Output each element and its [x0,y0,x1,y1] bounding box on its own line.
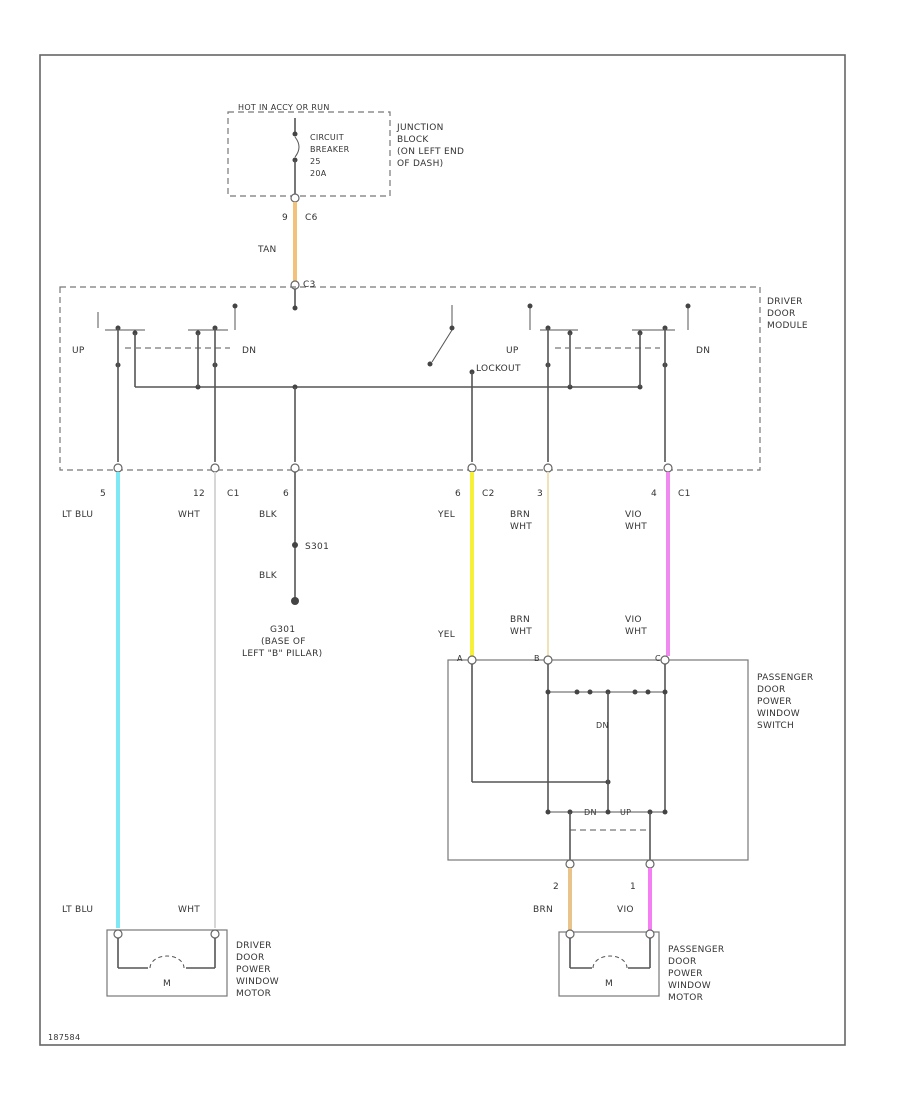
pmotor-name-1: PASSENGER [668,945,724,955]
pmotor-name-5: MOTOR [668,993,703,1003]
junction-name-3: (ON LEFT END [397,147,464,157]
ground-icon [291,597,299,605]
dmotor-name-5: MOTOR [236,989,271,999]
switch-dn-right: DN [696,346,710,356]
wire-label-vio-wht-1a: VIO [625,510,642,520]
switch-dn-left: DN [242,346,256,356]
passenger-window-motor: M PASSENGER DOOR POWER WINDOW MOTOR [558,929,724,1003]
pmotor-name-3: POWER [668,969,703,979]
pswitch-name-5: SWITCH [757,721,794,731]
pmotor-name-4: WINDOW [668,981,711,991]
pmotor-pin-2: 2 [553,882,559,892]
pmotor-pin-1: 1 [630,882,636,892]
junction-block: HOT IN ACCY OR RUN CIRCUIT BREAKER 25 20… [227,103,464,223]
wire-label-brn-wht-1b: WHT [510,522,532,532]
breaker-label-2: BREAKER [310,145,350,154]
pswitch-name-4: WINDOW [757,709,800,719]
pin-connector-6: C1 [678,489,691,499]
pswitch-up-lower: UP [620,808,631,817]
wire-label-brn-wht-1a: BRN [510,510,530,520]
motor-icon [592,955,628,969]
pin-label-2: 12 [193,489,205,499]
pin-label-3: 6 [283,489,289,499]
switch-lockout: LOCKOUT [476,364,521,374]
module-name-1: DRIVER [767,297,803,307]
switch-up-right: UP [506,346,519,356]
driver-motor-m: M [163,979,171,989]
junction-block-header: HOT IN ACCY OR RUN [238,103,330,112]
ground-label-3: LEFT "B" PILLAR) [242,649,322,659]
wire-label-vio: VIO [617,905,634,915]
pin-label-4: 6 [455,489,461,499]
pswitch-name-1: PASSENGER [757,673,813,683]
ground-circuit: S301 BLK G301 (BASE OF LEFT "B" PILLAR) [242,472,329,659]
splice-label: S301 [305,542,329,552]
pin-connector-4: C2 [482,489,495,499]
dmotor-name-4: WINDOW [236,977,279,987]
pin-label-6: 4 [651,489,657,499]
wire-label-wht-2: WHT [178,905,200,915]
junction-pin: 9 [282,213,288,223]
wire-label-brn-wht-2a: BRN [510,615,530,625]
breaker-label-1: CIRCUIT [310,133,344,142]
pin-connector-2: C1 [227,489,240,499]
wire-label-yel-2: YEL [437,630,455,640]
pswitch-pin-a: A [457,654,463,663]
pswitch-dn-label: DN [596,721,609,730]
switch-up-left: UP [72,346,85,356]
passenger-window-switch: PASSENGER DOOR POWER WINDOW SWITCH A B C… [447,654,813,861]
junction-name-2: BLOCK [397,135,429,145]
breaker-label-4: 20A [310,169,327,178]
wire-label-lt-blu: LT BLU [62,510,93,520]
dmotor-name-3: POWER [236,965,271,975]
pswitch-name-2: DOOR [757,685,786,695]
pin-label-5: 3 [537,489,543,499]
module-name-3: MODULE [767,321,808,331]
pswitch-pin-c: C [655,654,661,663]
wire-label-lt-blu-2: LT BLU [62,905,93,915]
dmotor-name-1: DRIVER [236,941,272,951]
pswitch-dn-lower: DN [584,808,597,817]
wire-tan-label: TAN [257,245,277,255]
junction-connector: C6 [305,213,318,223]
pin-label-1: 5 [100,489,106,499]
wire-label-brn-wht-2b: WHT [510,627,532,637]
wire-label-brn: BRN [533,905,553,915]
pswitch-pin-b: B [534,654,540,663]
junction-name-1: JUNCTION [396,123,444,133]
wire-label-yel: YEL [437,510,455,520]
driver-window-motor: M DRIVER DOOR POWER WINDOW MOTOR [106,929,279,999]
wire-label-vio-wht-2a: VIO [625,615,642,625]
diagram-code: 187584 [48,1033,80,1042]
motor-icon [149,955,185,969]
wire-label-vio-wht-2b: WHT [625,627,647,637]
pswitch-name-3: POWER [757,697,792,707]
passenger-motor-m: M [605,979,613,989]
ground-label-2: (BASE OF [261,637,306,647]
breaker-label-3: 25 [310,157,321,166]
wire-label-wht: WHT [178,510,200,520]
wire-label-vio-wht-1b: WHT [625,522,647,532]
module-name-2: DOOR [767,309,796,319]
ground-label-1: G301 [270,625,295,635]
pmotor-name-2: DOOR [668,957,697,967]
junction-name-4: OF DASH) [397,159,443,169]
wire-label-blk-1: BLK [259,510,278,520]
diagram-frame [39,54,846,1046]
module-connector-top: C3 [303,280,316,290]
wire-label-blk-2: BLK [259,571,278,581]
driver-door-module: C3 DRIVER DOOR MODULE UP DN [59,280,808,473]
dmotor-name-2: DOOR [236,953,265,963]
